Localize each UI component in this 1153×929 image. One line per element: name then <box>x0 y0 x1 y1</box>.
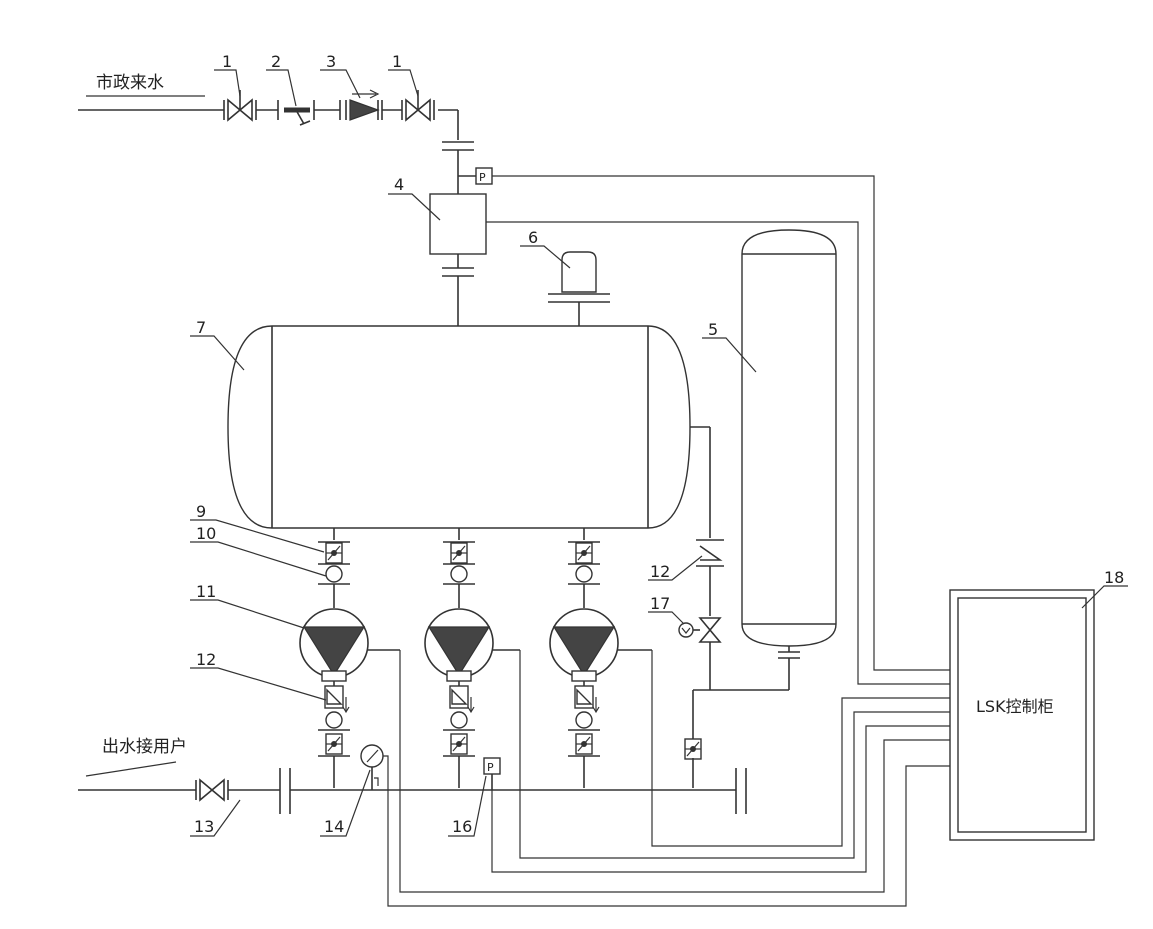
stabilizing-tank <box>227 325 710 529</box>
outlet-sensor-letter: P <box>487 761 494 774</box>
pressure-gauge <box>360 744 384 790</box>
pump-branch-1 <box>299 528 400 788</box>
callout-4: 4 <box>394 175 404 194</box>
inlet-strainer <box>277 100 315 126</box>
callout-5: 5 <box>708 320 718 339</box>
callout-13: 13 <box>194 817 214 836</box>
pump-branch-3 <box>549 528 652 788</box>
callout-10: 10 <box>196 524 216 543</box>
callout-18: 18 <box>1104 568 1124 587</box>
callouts: 1 2 3 1 4 6 5 7 9 10 11 12 12 17 18 13 1 <box>190 52 1128 837</box>
callout-9: 9 <box>196 502 206 521</box>
control-cabinet-label: LSK控制柜 <box>976 697 1054 716</box>
callout-6: 6 <box>528 228 538 247</box>
callout-11: 11 <box>196 582 216 601</box>
inlet-line <box>78 95 476 194</box>
inlet-label: 市政来水 <box>96 73 164 93</box>
callout-14: 14 <box>324 817 344 836</box>
callout-12a: 12 <box>196 650 216 669</box>
callout-2: 2 <box>271 52 281 71</box>
callout-17: 17 <box>650 594 670 613</box>
callout-3: 3 <box>326 52 336 71</box>
vacuum-suppressor <box>548 251 610 326</box>
outlet-label: 出水接用户 <box>102 737 187 757</box>
callout-7: 7 <box>196 318 206 337</box>
inlet-gate-valve-2 <box>401 90 435 122</box>
outlet-pressure-sensor: P <box>483 757 501 790</box>
callout-1a: 1 <box>222 52 232 71</box>
control-cabinet <box>949 589 1095 841</box>
inlet-pressure-sensor: P <box>475 167 493 185</box>
callout-12b: 12 <box>650 562 670 581</box>
pressure-vessel <box>710 229 837 691</box>
callout-1b: 1 <box>392 52 402 71</box>
inlet-backflow-preventer <box>339 89 383 121</box>
signal-wires <box>383 175 950 907</box>
pressure-sensor-letter: P <box>479 171 486 184</box>
pump-branch-2 <box>424 528 520 788</box>
outlet-header <box>78 761 747 814</box>
callout-16: 16 <box>452 817 472 836</box>
flow-controller <box>429 193 487 326</box>
vessel-branch-line <box>678 427 724 788</box>
